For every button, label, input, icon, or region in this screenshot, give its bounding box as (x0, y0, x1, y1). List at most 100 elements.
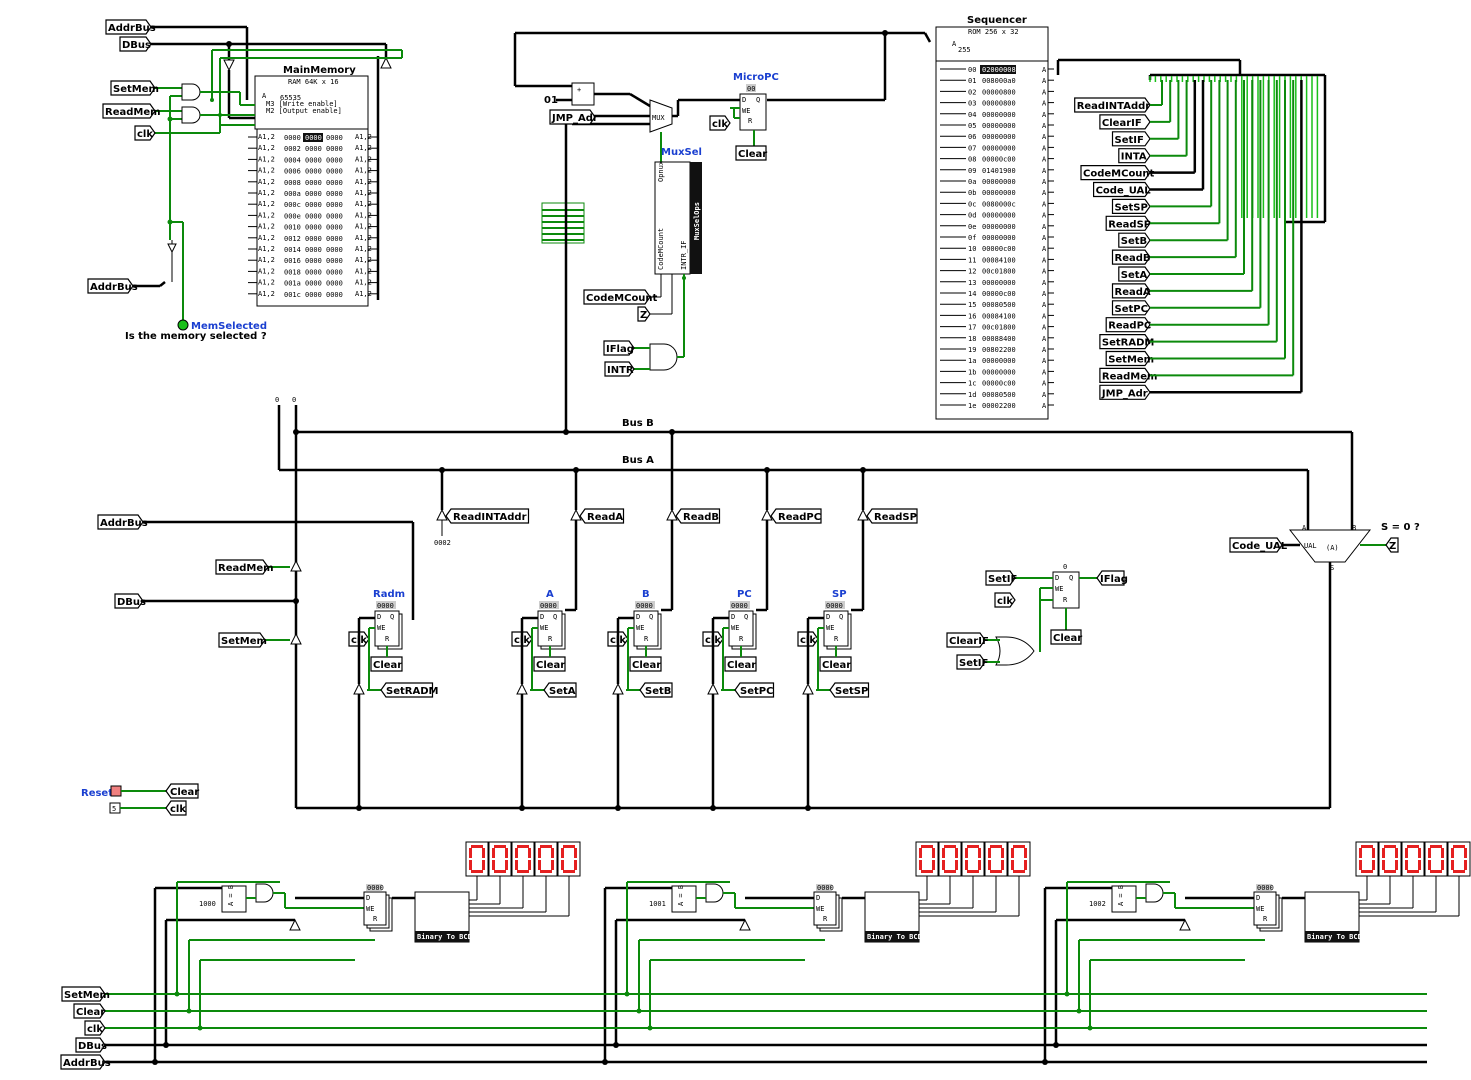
svg-text:clk: clk (712, 119, 728, 130)
codemcount-pin-mux[interactable]: CodeMCount (583, 289, 658, 305)
or-gate-if (995, 636, 1035, 666)
memory-cell: 0000 (326, 201, 343, 209)
memory-cell: 0000 (326, 156, 343, 164)
rom-address: 19 (968, 346, 976, 354)
read-pin-radm[interactable]: ReadINTAddr (445, 508, 530, 524)
clear-pin-micropc[interactable]: Clear (735, 145, 767, 161)
svg-text:A: A (1042, 245, 1047, 253)
svg-text:S: S (1330, 564, 1334, 572)
svg-text:ReadMem: ReadMem (105, 107, 161, 118)
code-ual-pin[interactable]: Code_UAL (1229, 537, 1288, 553)
read-pin-b[interactable]: ReadB (675, 508, 721, 524)
seq-output-readsp: ReadSP (1105, 215, 1151, 231)
iflag-pin-mux[interactable]: IFlag (603, 340, 635, 356)
clear-pin-pc[interactable]: Clear (724, 656, 757, 672)
set-pin-radm[interactable]: SetRADM (380, 682, 439, 698)
rom-address: 03 (968, 100, 976, 108)
rom-address: 05 (968, 122, 976, 130)
rom-address: 16 (968, 312, 976, 320)
clk-pin-top[interactable]: clk (134, 125, 156, 141)
clear-pin-radm[interactable]: Clear (370, 656, 403, 672)
rom-cell: 00002200 (982, 402, 1016, 410)
svg-text:A: A (1042, 200, 1047, 208)
svg-text:A: A (1042, 111, 1047, 119)
svg-text:0000: 0000 (367, 884, 384, 892)
bcd-label: Binary To BCD (1307, 933, 1362, 941)
svg-text:A1,2: A1,2 (355, 200, 372, 208)
set-pin-pc[interactable]: SetPC (734, 682, 775, 698)
svg-text:0: 0 (1063, 563, 1067, 571)
set-pin-a[interactable]: SetA (543, 682, 577, 698)
svg-text:0: 0 (275, 396, 279, 404)
intr-pin[interactable]: INTR (604, 361, 635, 377)
memory-cell: 0018 (284, 268, 301, 276)
svg-text:AddrBus: AddrBus (90, 282, 138, 293)
rom-address: 07 (968, 144, 976, 152)
rom-cell: 00c01800 (982, 324, 1016, 332)
rom-cell: 01401900 (982, 167, 1016, 175)
micropc-register (739, 93, 767, 131)
reset-button[interactable] (110, 785, 122, 797)
setif-pin-or[interactable]: SetIF (956, 654, 988, 670)
seven-seg-digit (1359, 841, 1448, 913)
set-pin-b[interactable]: SetB (639, 682, 673, 698)
svg-text:A: A (1042, 66, 1047, 74)
setmem-pin-bus[interactable]: SetMem (218, 632, 267, 648)
z-pin-mux[interactable]: Z (637, 306, 651, 322)
clearif-pin-ff[interactable]: ClearIF (946, 632, 989, 648)
svg-text:INTA: INTA (1121, 152, 1147, 163)
rom-address: 1e (968, 402, 976, 410)
svg-text:A1,2: A1,2 (355, 144, 372, 152)
addrbus-pin-bottom[interactable]: AddrBus (60, 1054, 111, 1070)
readmem-pin-top[interactable]: ReadMem (102, 103, 161, 119)
svg-text:clk: clk (137, 129, 153, 140)
setmem-pin-top[interactable]: SetMem (110, 80, 159, 96)
rom-cell: 00802200 (982, 346, 1016, 354)
clear-pin-bottom[interactable]: Clear (73, 1003, 106, 1019)
svg-text:A1,2: A1,2 (355, 211, 372, 219)
set-pin-sp[interactable]: SetSP (829, 682, 870, 698)
dbus-pin-bus[interactable]: DBus (114, 593, 146, 609)
clk-pin-ff[interactable]: clk (994, 592, 1016, 608)
svg-text:ReadINTAddr: ReadINTAddr (453, 512, 527, 523)
addrbus-pin-bus[interactable]: AddrBus (97, 514, 148, 530)
svg-text:ReadA: ReadA (587, 512, 623, 523)
rom-address: 0f (968, 234, 976, 242)
memory-cell: 0006 (284, 168, 301, 176)
memory-cell: 0000 (305, 257, 322, 265)
dbus-pin-top[interactable]: DBus (119, 36, 152, 52)
clear-pin-b[interactable]: Clear (629, 656, 662, 672)
clk-pin-bottom[interactable]: clk (84, 1020, 106, 1036)
read-pin-sp[interactable]: ReadSP (866, 508, 918, 524)
read-pin-pc[interactable]: ReadPC (770, 508, 822, 524)
clear-pin-ff[interactable]: Clear (1050, 629, 1082, 645)
rom-address: 11 (968, 256, 976, 264)
clear-pin-sp[interactable]: Clear (819, 656, 852, 672)
svg-text:clk: clk (170, 804, 186, 815)
dbus-pin-bottom[interactable]: DBus (75, 1037, 107, 1053)
readmem-pin-bus[interactable]: ReadMem (215, 559, 274, 575)
clk-pin-micropc[interactable]: clk (709, 115, 731, 131)
jmp-adr-pin[interactable]: JMP_Adr (549, 109, 598, 125)
rom-cell: 00000c00 (982, 290, 1016, 298)
memory-cell: 0000 (326, 134, 343, 142)
seq-output-codemcount: CodeMCount (1080, 165, 1155, 181)
addrbus-pin-top[interactable]: AddrBus (105, 19, 156, 35)
svg-text:R: R (373, 915, 378, 923)
read-pin-a[interactable]: ReadA (579, 508, 625, 524)
svg-text:A1,2: A1,2 (258, 223, 275, 231)
svg-text:ReadMem: ReadMem (1102, 371, 1158, 382)
seq-output-inta: INTA (1118, 148, 1151, 164)
svg-text:WE: WE (816, 905, 824, 913)
seven-seg-digit (1359, 841, 1425, 909)
svg-text:255: 255 (958, 46, 971, 54)
addrbus-pin-mid[interactable]: AddrBus (87, 278, 138, 294)
setif-pin-ff[interactable]: SetIF (985, 570, 1017, 586)
clear-pin-a[interactable]: Clear (533, 656, 566, 672)
svg-text:IFlag: IFlag (606, 344, 634, 355)
svg-text:0000: 0000 (540, 602, 557, 610)
setmem-pin-bottom[interactable]: SetMem (61, 986, 110, 1002)
